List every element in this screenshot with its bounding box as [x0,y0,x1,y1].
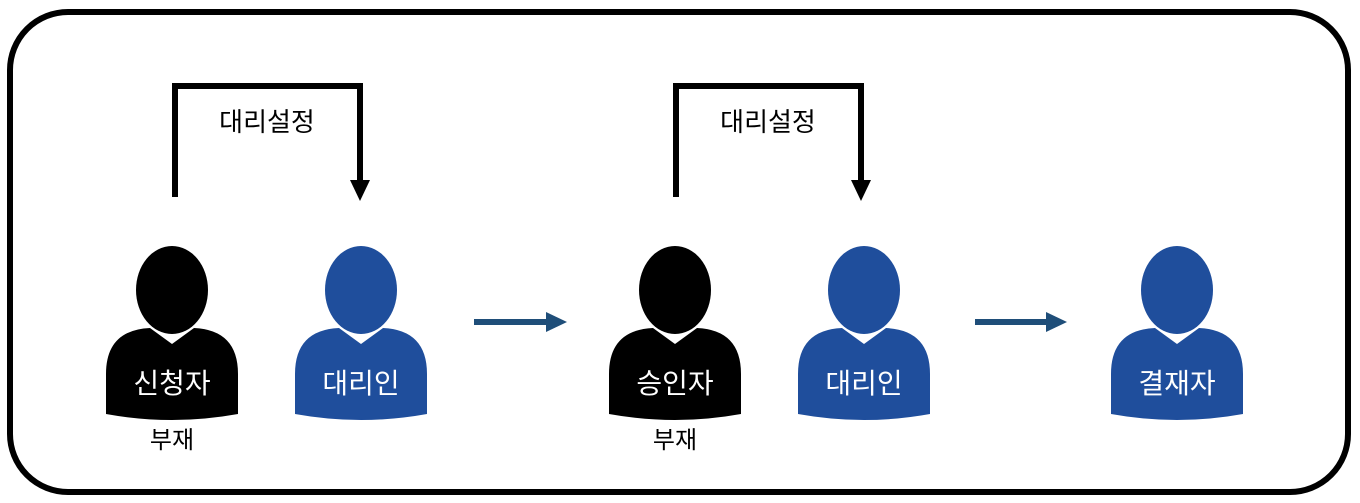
approver-label: 승인자 [636,367,713,400]
applicant-status: 부재 [150,426,194,454]
proxy-person-1: 대리인 [295,246,427,420]
delegation-label-1: 대리설정 [219,108,315,138]
delegation-bracket-1: 대리설정 [172,83,370,201]
approver-person: 승인자 부재 [609,246,741,454]
proxy-label-2: 대리인 [825,367,902,400]
delegation-label-2: 대리설정 [720,108,816,138]
applicant-label: 신청자 [133,367,210,400]
final-approver-person: 결재자 [1111,246,1243,420]
delegation-arrowhead-1 [350,180,370,201]
final-approver-label: 결재자 [1138,367,1215,400]
flow-arrow-2 [975,312,1067,332]
proxy-person-2: 대리인 [798,246,930,420]
flow-arrow-1 [474,312,567,332]
approver-status: 부재 [653,426,697,454]
applicant-person: 신청자 부재 [106,246,238,454]
delegation-bracket-2: 대리설정 [673,83,871,201]
delegation-arrowhead-2 [851,180,871,201]
proxy-label-1: 대리인 [322,367,399,400]
